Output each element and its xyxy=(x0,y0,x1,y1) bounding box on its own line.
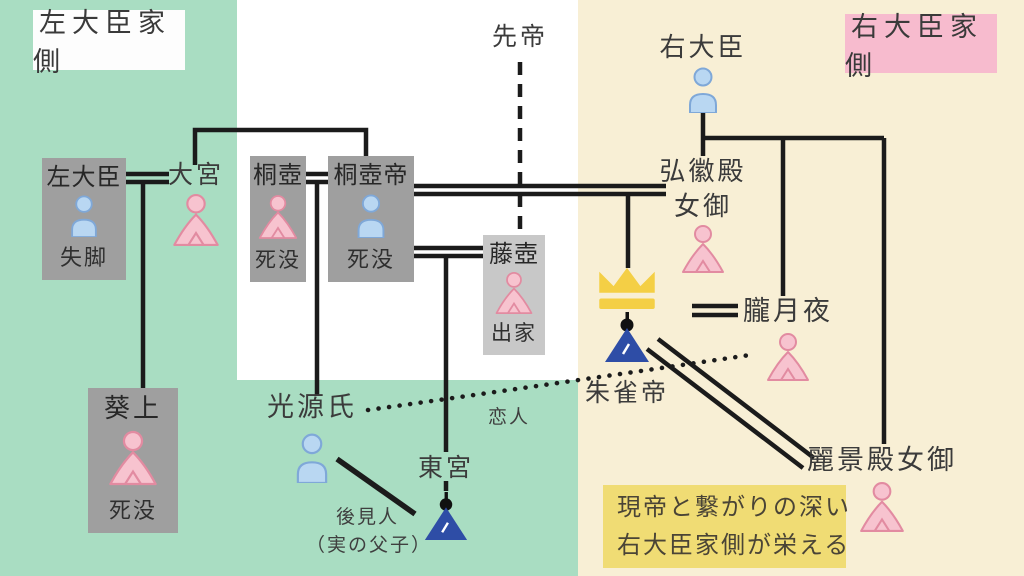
node-sadaijin: 左大臣 失脚 xyxy=(42,158,126,280)
emperor-figure-icon xyxy=(424,491,468,540)
node-kiritsubo-name: 桐壺 xyxy=(253,163,303,189)
female-person-icon xyxy=(109,431,157,486)
node-reikeiden-name: 麗景殿女御 xyxy=(807,445,957,475)
node-omiya-name: 大宮 xyxy=(167,162,224,189)
female-person-icon xyxy=(495,271,533,314)
guardian-note-annotation: （実の父子） xyxy=(306,535,433,556)
node-kiritsubotei-status: 死没 xyxy=(346,246,395,272)
node-aoi-name: 葵上 xyxy=(103,394,162,423)
marriage-line-kiritsubotei-kokiden xyxy=(412,183,666,197)
node-udaijin: 右大臣 xyxy=(658,33,748,113)
node-fujitsubo-name: 藤壺 xyxy=(489,242,539,268)
node-kiritsubo-status: 死没 xyxy=(255,247,301,272)
node-genji: 光源氏 xyxy=(260,392,364,483)
node-sentei-name: 先帝 xyxy=(491,24,548,51)
left-family-label: 左大臣家側 xyxy=(33,8,185,77)
sibling-bracket-omiya-kiritsubotei xyxy=(192,127,369,165)
node-togu-name: 東宮 xyxy=(417,455,474,482)
highlight-note: 現帝と繋がりの深い 右大臣家側が栄える xyxy=(603,485,851,568)
marriage-line-kiritsubo-kiritsubotei xyxy=(304,171,329,185)
lover-annotation: 恋人 xyxy=(488,407,531,428)
node-sadaijin-name: 左大臣 xyxy=(46,165,122,191)
male-person-icon xyxy=(689,67,717,113)
female-person-icon xyxy=(682,225,724,274)
highlight-note-line1: 現帝と繋がりの深い xyxy=(617,494,851,521)
male-person-icon xyxy=(71,195,97,237)
node-fujitsubo: 藤壺 出家 xyxy=(483,235,545,355)
node-oborozukiyo: 朧月夜 xyxy=(738,296,838,381)
marriage-line-sadaijin-omiya xyxy=(126,171,169,185)
male-person-icon xyxy=(296,433,328,483)
guardian-annotation: 後見人 xyxy=(336,507,400,528)
node-suzaku-name: 朱雀帝 xyxy=(584,380,669,407)
node-kiritsubotei-name: 桐壺帝 xyxy=(333,163,409,189)
node-kokiden: 弘徽殿 女御 xyxy=(652,157,754,274)
right-family-label: 右大臣家側 xyxy=(845,12,997,81)
node-genji-name: 光源氏 xyxy=(267,392,357,422)
node-aoi-status: 死没 xyxy=(108,498,157,523)
crown-icon xyxy=(599,267,655,310)
female-person-icon xyxy=(258,194,298,239)
female-person-icon xyxy=(767,332,809,381)
node-suzaku: 朱雀帝 xyxy=(583,266,671,408)
marriage-line-kiritsubotei-fujitsubo xyxy=(412,245,484,259)
node-kiritsubotei: 桐壺帝 死没 xyxy=(328,156,414,282)
male-person-icon xyxy=(357,194,385,238)
node-kokiden-name-line1: 弘徽殿 xyxy=(659,157,747,186)
lover-dotted-line-genji-oborozukiyo xyxy=(365,352,753,413)
node-sadaijin-status: 失脚 xyxy=(59,244,108,270)
node-aoi: 葵上 死没 xyxy=(88,388,178,533)
marriage-line-suzaku-reikeiden xyxy=(645,337,816,470)
marriage-line-suzaku-oborozukiyo xyxy=(692,303,738,318)
node-reikeiden: 麗景殿女御 xyxy=(806,445,958,532)
node-kokiden-name-line2: 女御 xyxy=(673,191,732,221)
right-family-label-text: 右大臣家側 xyxy=(845,11,983,81)
node-togu: 東宮 xyxy=(412,455,480,540)
node-oborozukiyo-name: 朧月夜 xyxy=(743,296,833,326)
left-family-label-text: 左大臣家側 xyxy=(33,8,171,77)
left-family-panel-bottom xyxy=(237,380,578,576)
emperor-figure-icon xyxy=(605,312,649,362)
guardian-line-genji-togu xyxy=(335,456,417,517)
node-kiritsubo: 桐壺 死没 xyxy=(250,156,306,282)
highlight-note-line2: 右大臣家側が栄える xyxy=(617,532,851,559)
female-person-icon xyxy=(860,481,904,532)
node-omiya: 大宮 xyxy=(163,162,229,246)
node-udaijin-name: 右大臣 xyxy=(659,33,747,62)
female-person-icon xyxy=(173,193,219,246)
node-sentei: 先帝 xyxy=(478,24,562,52)
node-fujitsubo-status: 出家 xyxy=(491,320,537,345)
